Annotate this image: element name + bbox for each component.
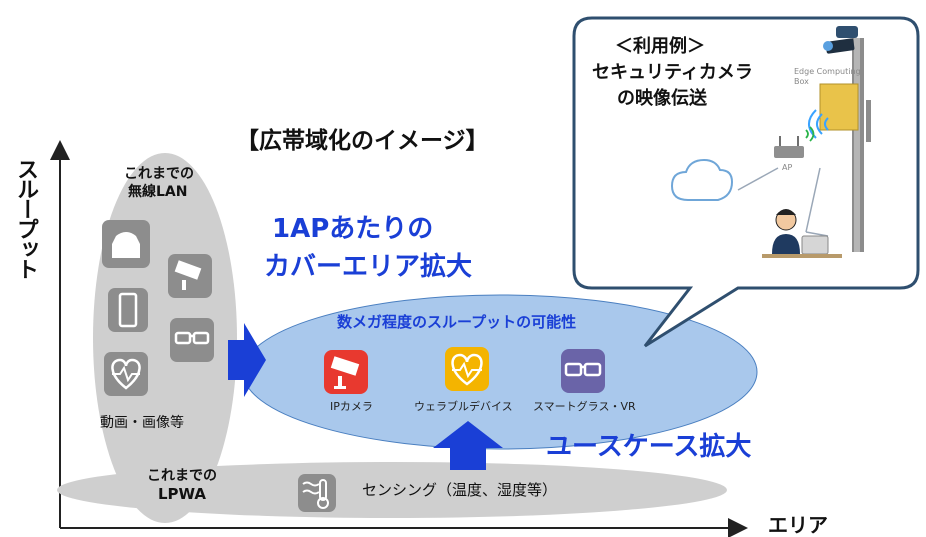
callout-illustration xyxy=(670,26,871,258)
heart-icon-gray xyxy=(104,352,148,396)
lpwa-heading-line1: これまでの xyxy=(147,468,217,484)
glasses-icon-gray xyxy=(170,318,214,362)
expand-right-arrow xyxy=(228,323,266,397)
headline-line1: 1APあたりの xyxy=(272,214,434,244)
smart-glasses-icon xyxy=(561,349,605,393)
edge-box-label-2: Box xyxy=(794,77,809,86)
access-point-icon xyxy=(774,126,815,158)
security-camera-icon xyxy=(324,350,368,394)
wlan-heading-line1: これまでの xyxy=(124,166,194,182)
smartphone-icon xyxy=(108,288,148,332)
headline-line2: カバーエリア拡大 xyxy=(264,252,473,282)
edge-box-label-1: Edge Computing xyxy=(794,67,861,76)
callout-line2: の映像伝送 xyxy=(617,88,707,109)
ap-label: AP xyxy=(782,163,793,172)
thermometer-icon xyxy=(298,474,336,512)
security-camera-illustration xyxy=(823,26,858,54)
lpwa-caption: センシング（温度、湿度等） xyxy=(362,481,558,499)
cloud-icon xyxy=(670,158,734,201)
camera-icon-gray xyxy=(168,254,212,298)
expand-up-arrow xyxy=(433,421,503,470)
vr-headset-icon xyxy=(102,220,150,268)
ip-camera-label: IPカメラ xyxy=(330,400,373,413)
callout-line1: セキュリティカメラ xyxy=(592,62,753,83)
use-case-expansion: ユースケース拡大 xyxy=(546,432,752,462)
operator-person-icon xyxy=(762,209,842,258)
y-axis-label: スループット xyxy=(13,158,38,278)
x-axis-label: エリア xyxy=(768,513,828,537)
wlan-heading-line2: 無線LAN xyxy=(128,184,188,200)
lpwa-ellipse xyxy=(57,462,727,518)
lpwa-heading-line2: LPWA xyxy=(158,485,207,503)
wearable-label: ウェラブルデバイス xyxy=(414,400,513,413)
heart-rate-icon xyxy=(445,347,489,391)
smart-glasses-label: スマートグラス・VR xyxy=(533,400,636,413)
edge-computing-box xyxy=(819,83,859,131)
new-area-caption: 数メガ程度のスループットの可能性 xyxy=(337,313,577,331)
callout-heading: ＜利用例＞ xyxy=(615,36,705,57)
diagram-title: 【広帯域化のイメージ】 xyxy=(236,128,489,154)
wlan-caption: 動画・画像等 xyxy=(100,415,184,431)
